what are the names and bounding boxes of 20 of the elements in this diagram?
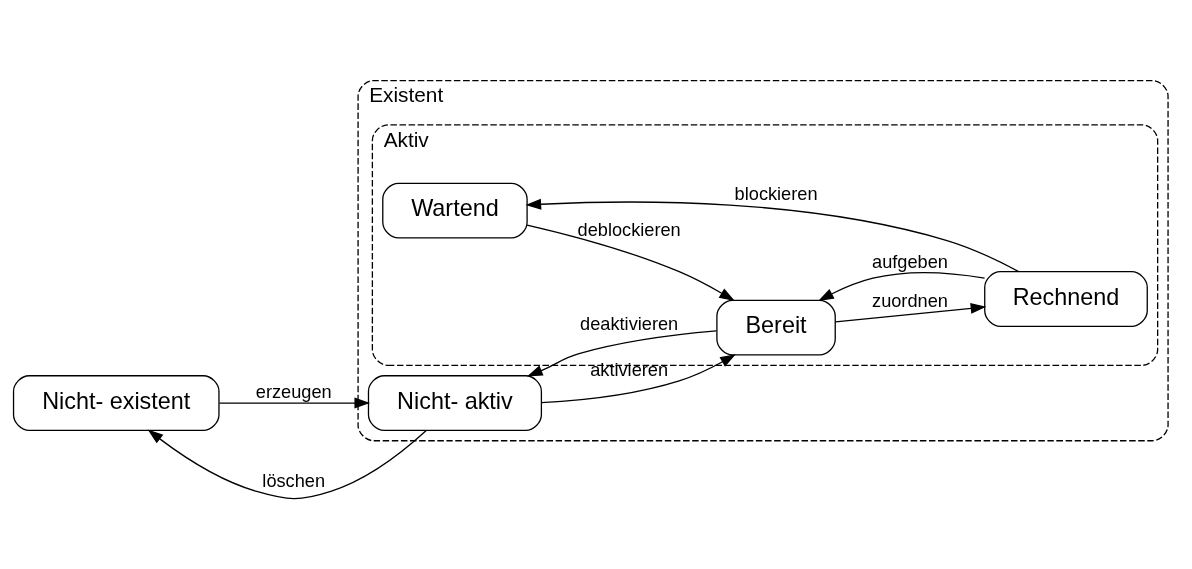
edge-label: deblockieren xyxy=(577,219,681,240)
arrow xyxy=(527,330,718,377)
edge-label: erzeugen xyxy=(255,382,332,403)
edge-label: löschen xyxy=(262,470,326,491)
arrow xyxy=(147,429,427,500)
arrow xyxy=(818,272,986,302)
edge-label: blockieren xyxy=(734,184,818,205)
edge-label: zuordnen xyxy=(872,291,948,312)
node-box: Rechnend xyxy=(984,271,1148,327)
arrow xyxy=(834,302,987,323)
arrow xyxy=(218,397,371,409)
arrow xyxy=(540,354,736,404)
arrow xyxy=(526,224,735,302)
edge-label: deaktivieren xyxy=(580,314,679,335)
node-box: Nicht- aktiv xyxy=(367,375,543,431)
node-box: Bereit xyxy=(716,299,836,356)
arrow xyxy=(525,198,1020,273)
edge-label: aufgeben xyxy=(872,252,948,273)
node-box: Nicht- existent xyxy=(12,375,220,431)
node-box: Wartend xyxy=(382,182,528,239)
